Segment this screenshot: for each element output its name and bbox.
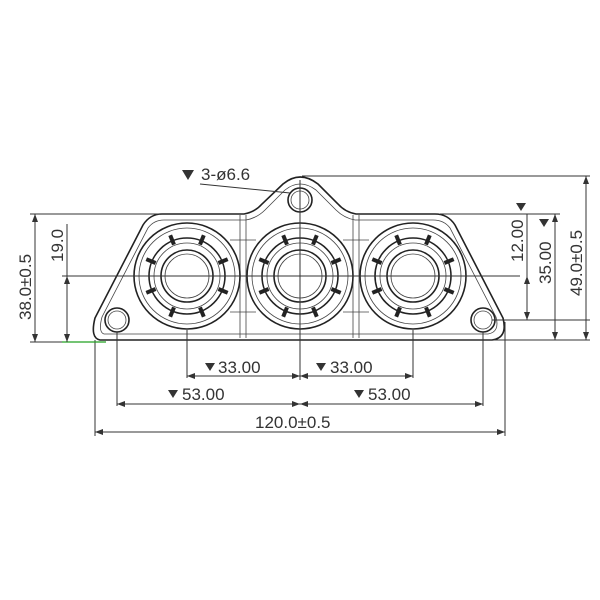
mounting-hole-left [104, 307, 130, 333]
latch-tooth [330, 287, 342, 295]
dim-text-height-38: 38.0±0.5 [16, 254, 35, 320]
latch-tooth [311, 234, 319, 246]
dim-text-53-right: 53.00 [368, 385, 411, 404]
latch-tooth [371, 257, 383, 265]
latch-tooth [443, 287, 455, 295]
dim-text-height-35: 35.00 [536, 241, 555, 284]
latch-tooth [258, 257, 270, 265]
latch-tooth [198, 306, 206, 318]
latch-tooth [424, 234, 432, 246]
hole-callout-text: 3-ø6.6 [201, 165, 250, 184]
latch-tooth [443, 257, 455, 265]
latch-tooth [145, 257, 157, 265]
dim-text-height-49: 49.0±0.5 [567, 230, 586, 296]
dim-height-35: 35.00 [536, 214, 558, 340]
dim-33-right: 33.00 [300, 358, 413, 379]
dim-53-right: 53.00 [300, 385, 483, 407]
dim-overall-width: 120.0±0.5 [95, 413, 505, 435]
ring-latch-teeth [145, 234, 455, 318]
dim-text-53-left: 53.00 [182, 385, 225, 404]
latch-tooth [330, 257, 342, 265]
latch-tooth [217, 257, 229, 265]
mounting-hole-right [470, 307, 496, 333]
dim-text-overall-width: 120.0±0.5 [255, 413, 331, 432]
latch-tooth [145, 287, 157, 295]
extension-lines [30, 175, 590, 436]
dim-text-height-12: 12.00 [508, 219, 527, 262]
dim-53-left: 53.00 [117, 385, 300, 407]
latch-tooth [217, 287, 229, 295]
dim-height-12: 12.00 [508, 203, 530, 320]
center-lines [72, 180, 520, 380]
latch-tooth [258, 287, 270, 295]
latch-tooth [281, 306, 289, 318]
latch-tooth [394, 234, 402, 246]
flange-outline [92, 176, 505, 341]
dim-text-33-left: 33.00 [218, 358, 261, 377]
latch-tooth [198, 234, 206, 246]
dim-text-height-19: 19.0 [48, 229, 67, 262]
latch-tooth [168, 306, 176, 318]
dim-33-left: 33.00 [187, 358, 300, 379]
latch-tooth [394, 306, 402, 318]
latch-tooth [311, 306, 319, 318]
latch-tooth [424, 306, 432, 318]
latch-tooth [281, 234, 289, 246]
dim-height-49: 49.0±0.5 [567, 176, 589, 340]
latch-tooth [168, 234, 176, 246]
latch-tooth [371, 287, 383, 295]
hole-callout: 3-ø6.6 [182, 165, 291, 194]
dim-text-33-right: 33.00 [330, 358, 373, 377]
dim-height-19: 19.0 [48, 224, 70, 342]
dim-height-38: 38.0±0.5 [16, 214, 38, 342]
